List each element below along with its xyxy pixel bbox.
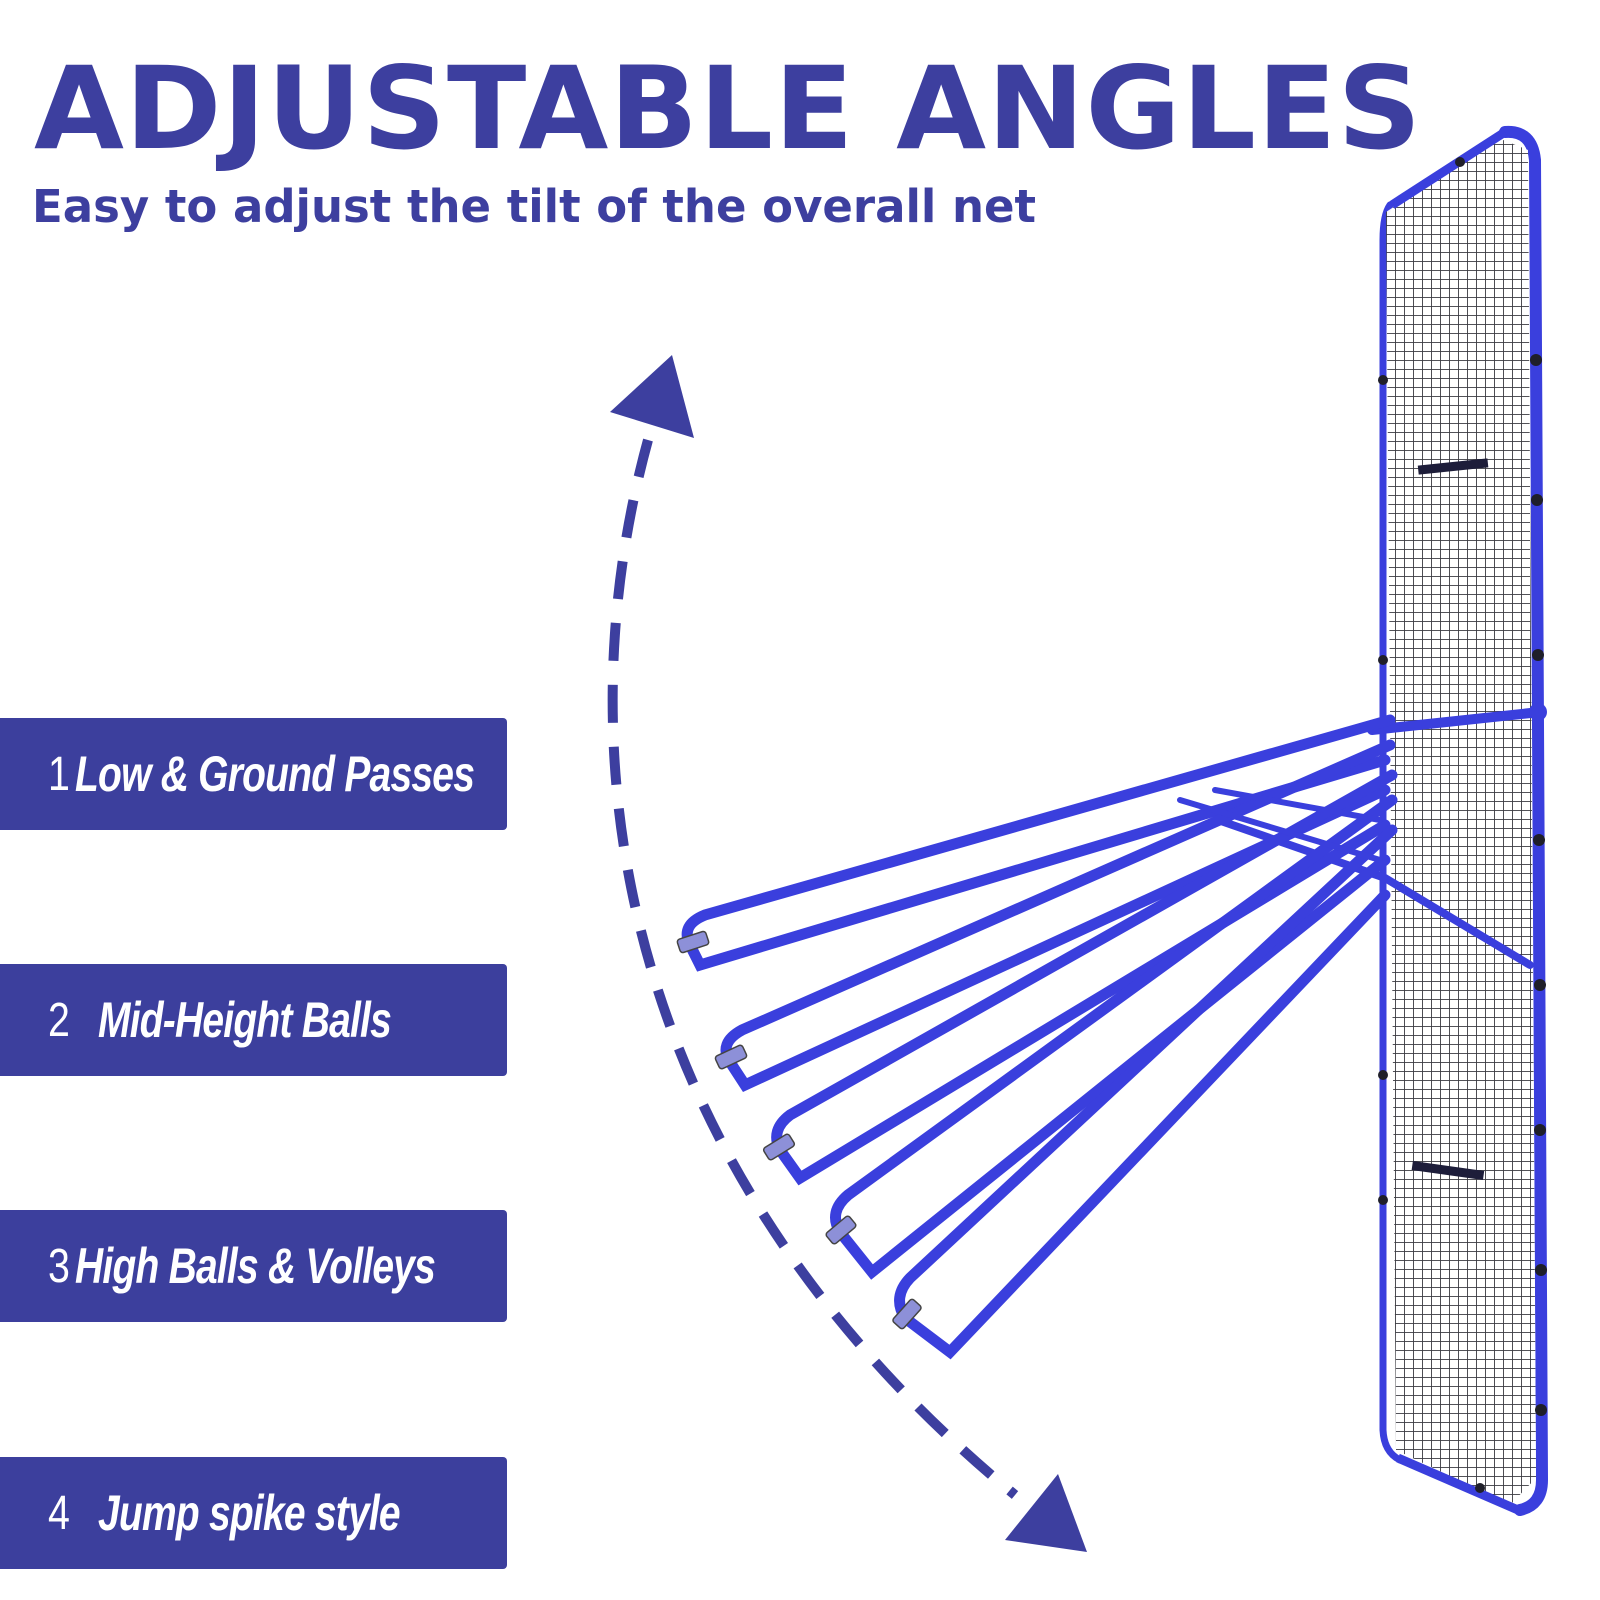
- angle-label-low: 1 Low & Ground Passes: [0, 718, 507, 830]
- angle-label-text: Mid-Height Balls: [98, 992, 392, 1048]
- dashed-curved-double-arrow-icon: [607, 355, 1087, 1552]
- support-leg-2: [720, 739, 1396, 1092]
- angle-label-mid: 2 Mid-Height Balls: [0, 964, 507, 1076]
- leg-end-caps: [676, 930, 922, 1330]
- arrowhead-down-icon: [1005, 1474, 1087, 1552]
- net-panel: [1367, 125, 1549, 1516]
- frame-tube-top: [1389, 128, 1508, 209]
- angle-label-number: 2: [48, 993, 70, 1047]
- angle-label-high: 3 High Balls & Volleys: [0, 1210, 507, 1322]
- page-title: ADJUSTABLE ANGLES: [34, 42, 1423, 175]
- dashed-arc-path: [607, 438, 1019, 1499]
- page-subtitle: Easy to adjust the tilt of the overall n…: [32, 180, 1037, 233]
- frame-crossbar: [1367, 707, 1545, 735]
- arrowhead-up-icon: [610, 355, 694, 438]
- angle-label-number: 4: [48, 1486, 70, 1540]
- angle-label-text: Jump spike style: [98, 1485, 401, 1541]
- target-strip-lower: [1411, 1161, 1485, 1180]
- angle-label-number: 1: [48, 747, 70, 801]
- frame-tube-right: [1499, 125, 1549, 1516]
- frame-tube-bottom: [1396, 1453, 1520, 1515]
- angle-label-text: High Balls & Volleys: [74, 1238, 436, 1294]
- target-strip-upper: [1417, 458, 1489, 475]
- net-mesh: [1386, 138, 1536, 1505]
- angle-label-number: 3: [48, 1239, 70, 1293]
- angle-label-text: Low & Ground Passes: [74, 746, 475, 802]
- net-clips: [1378, 157, 1547, 1493]
- crossbar-joint: [1529, 703, 1547, 721]
- angle-label-jump: 4 Jump spike style: [0, 1457, 507, 1569]
